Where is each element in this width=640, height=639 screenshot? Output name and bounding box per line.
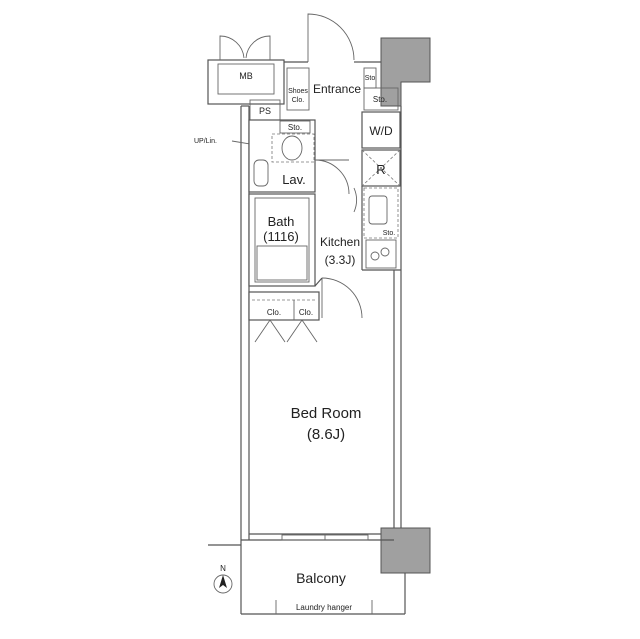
label-shoes: Shoes: [288, 88, 308, 95]
label-kitchen: Kitchen: [320, 235, 360, 249]
label-sto-kitchen: Sto.: [383, 230, 396, 237]
label-laundry: Laundry hanger: [296, 603, 352, 612]
label-sto-entrance: Sto.: [373, 95, 387, 104]
label-clo-left: Clo.: [267, 308, 281, 317]
lav-room: [248, 119, 316, 193]
pillar-top-right: [380, 37, 431, 107]
bath-room: [248, 193, 316, 287]
label-balcony: Balcony: [296, 570, 346, 586]
mb-inner: [217, 63, 275, 95]
toilet-icon: [253, 159, 269, 187]
label-sto-lav: Sto.: [288, 123, 302, 132]
entrance-door[interactable]: [307, 13, 355, 62]
kitchen-sto-box: [363, 187, 399, 239]
label-wd: W/D: [369, 124, 393, 138]
label-bedroom-size: (8.6J): [307, 426, 345, 443]
lav-door[interactable]: [314, 159, 350, 195]
stove-box: [365, 239, 397, 269]
shoes-closet: [286, 67, 310, 111]
label-up-lin: UP/Lin.: [194, 138, 217, 145]
mb-door-left[interactable]: [219, 35, 245, 60]
lav-counter: [271, 133, 315, 163]
label-entrance: Entrance: [313, 82, 361, 96]
label-kitchen-size: (3.3J): [325, 253, 356, 267]
label-shoes-clo: Clo.: [292, 97, 305, 104]
fridge-diag-2: [361, 149, 401, 187]
bath-corner: [314, 277, 323, 287]
kitchen-sink: [368, 195, 388, 225]
lav-sink: [281, 135, 303, 161]
burner-2: [380, 247, 390, 257]
label-bath: Bath: [268, 214, 295, 229]
sto-lav-box: [279, 120, 311, 134]
label-bedroom: Bed Room: [291, 405, 362, 422]
label-sto-small: Sto: [365, 75, 376, 82]
mb-box: [207, 59, 285, 105]
closet-box: [248, 291, 320, 321]
bathtub: [256, 245, 308, 281]
bath-inner: [254, 197, 310, 283]
compass-icon: N: [213, 564, 233, 594]
mb-door-right[interactable]: [245, 35, 271, 60]
sto-entrance-box: [363, 87, 399, 111]
label-mb: MB: [239, 71, 253, 81]
label-r: R: [376, 162, 385, 177]
bedroom-door[interactable]: [321, 277, 363, 319]
label-lav: Lav.: [282, 172, 306, 187]
wd-box: [361, 111, 401, 149]
pillar-bottom-right: [380, 527, 431, 574]
burner-1: [370, 251, 380, 261]
closet-door-left[interactable]: [254, 319, 286, 343]
label-ps: PS: [259, 106, 271, 116]
closet-door-right[interactable]: [286, 319, 318, 343]
label-bath-size: (1116): [263, 229, 299, 244]
label-clo-right: Clo.: [299, 308, 313, 317]
compass-north: N: [220, 564, 226, 573]
kitchen-swing: [353, 187, 357, 213]
